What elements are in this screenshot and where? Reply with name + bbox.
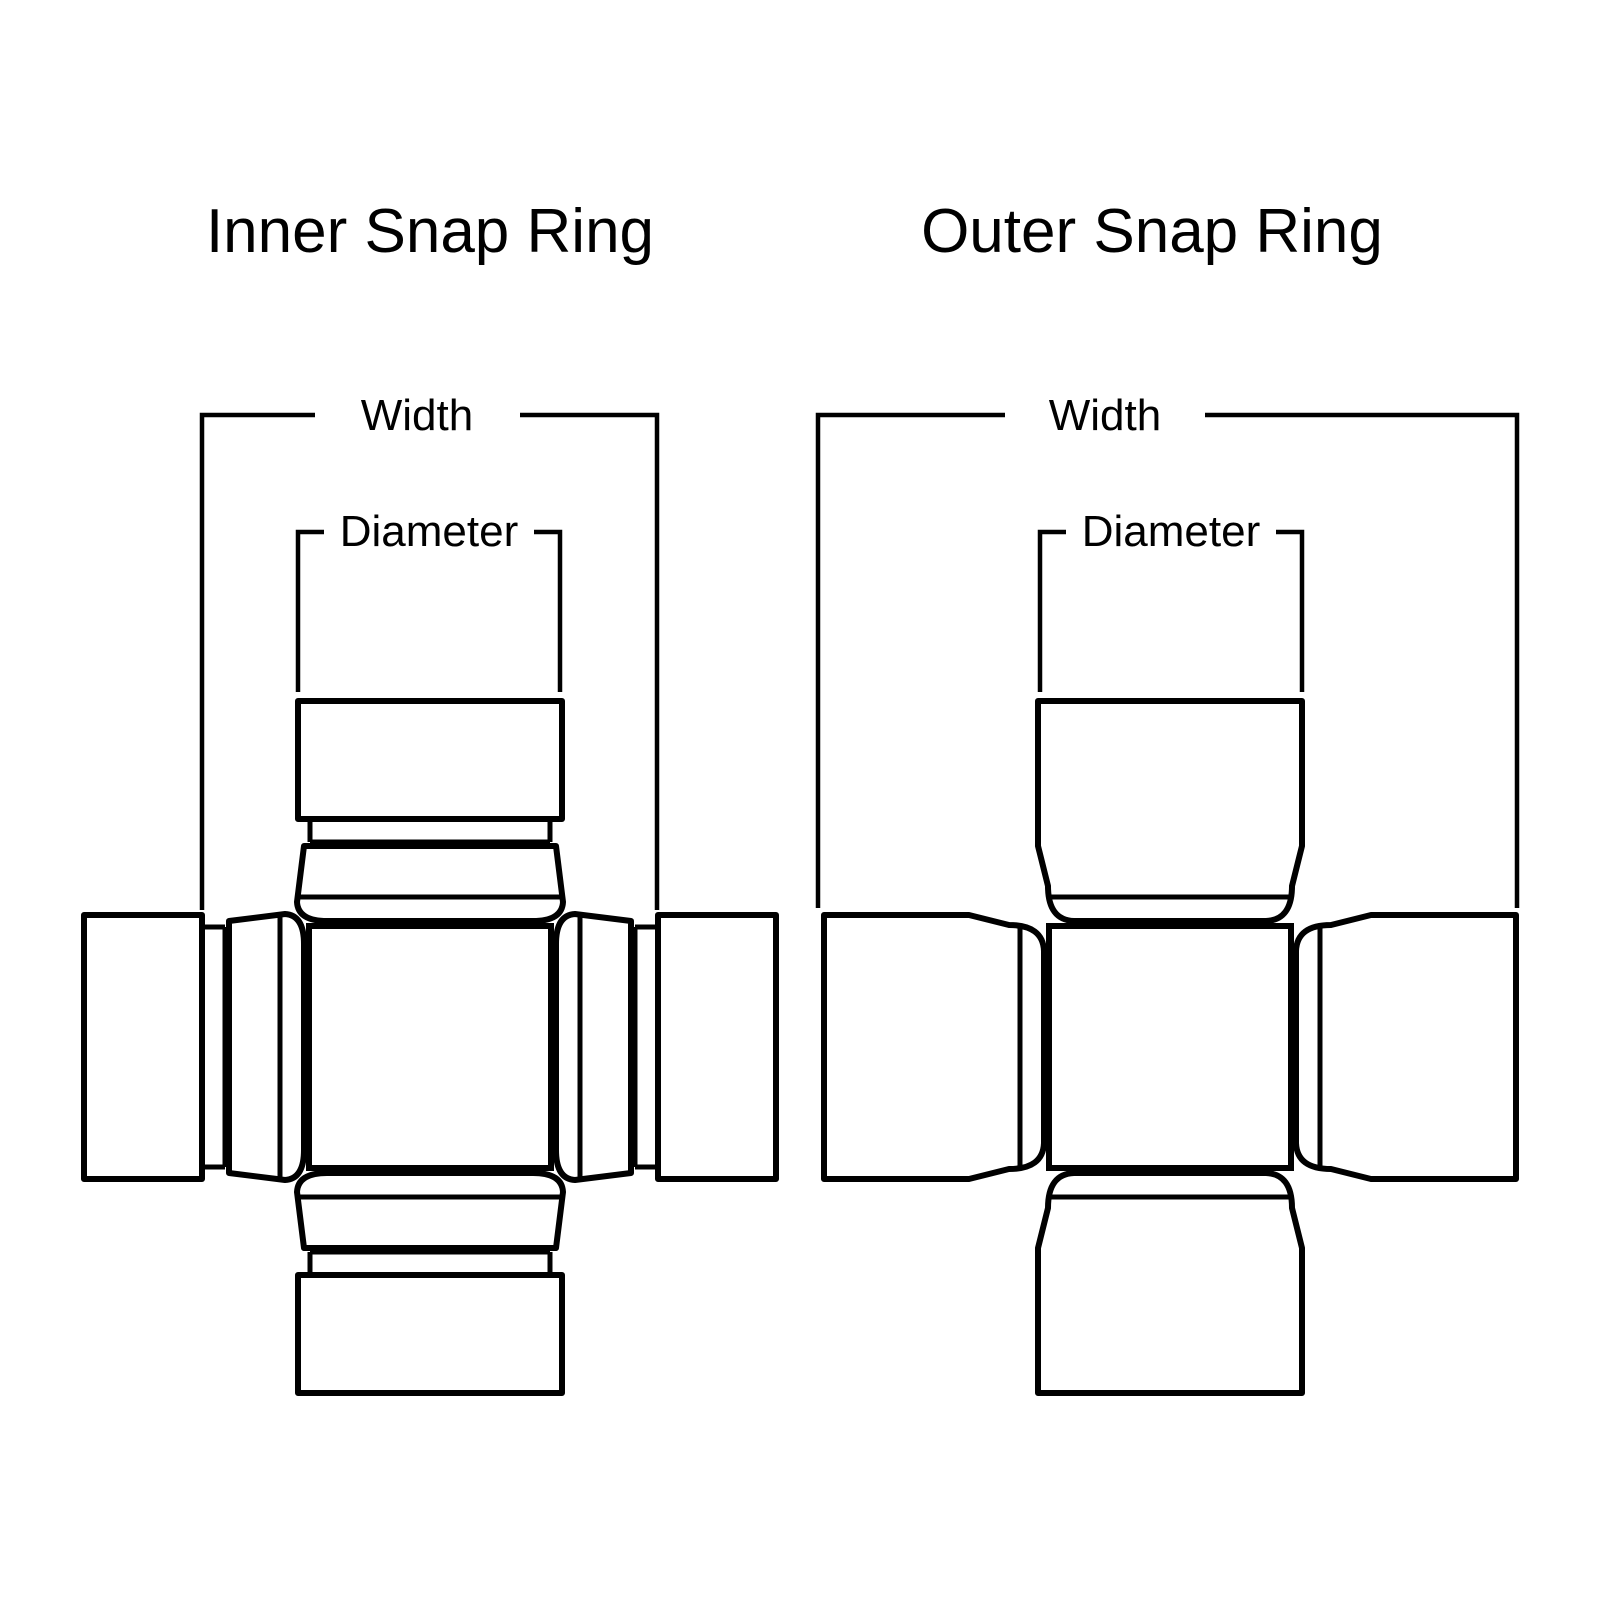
width-dimension-bracket-inner [199, 412, 660, 910]
diameter-label-outer: Diameter [1082, 507, 1261, 556]
width-label-outer: Width [1049, 391, 1161, 440]
u-joint-cross-outer-snap-ring [821, 698, 1519, 1396]
bearing-cap-arm [821, 912, 1047, 1182]
bearing-cap-arm [1035, 698, 1305, 924]
bearing-cap-arm [1035, 1170, 1305, 1396]
diameter-label-inner: Diameter [340, 507, 519, 556]
u-joint-cross-inner-snap-ring [81, 698, 779, 1396]
diameter-dimension-bracket-outer [1037, 529, 1305, 692]
cross-body [1046, 923, 1294, 1171]
panel-title-inner: Inner Snap Ring [206, 197, 654, 266]
bearing-cap-arm [553, 911, 779, 1183]
width-label-inner: Width [361, 391, 473, 440]
outer-snap-ring-diagram: Outer Snap Ring Width Diameter [815, 197, 1520, 1396]
bearing-cap-arm [294, 698, 566, 924]
panel-title-outer: Outer Snap Ring [921, 197, 1383, 266]
diameter-dimension-bracket-inner [295, 529, 563, 692]
inner-snap-ring-diagram: Inner Snap Ring Width Diameter [81, 197, 779, 1396]
bearing-cap-arm [1293, 912, 1519, 1182]
bearing-cap-arm [81, 911, 307, 1183]
width-dimension-bracket-outer [815, 412, 1520, 908]
cross-body [306, 923, 554, 1171]
bearing-cap-arm [294, 1170, 566, 1396]
